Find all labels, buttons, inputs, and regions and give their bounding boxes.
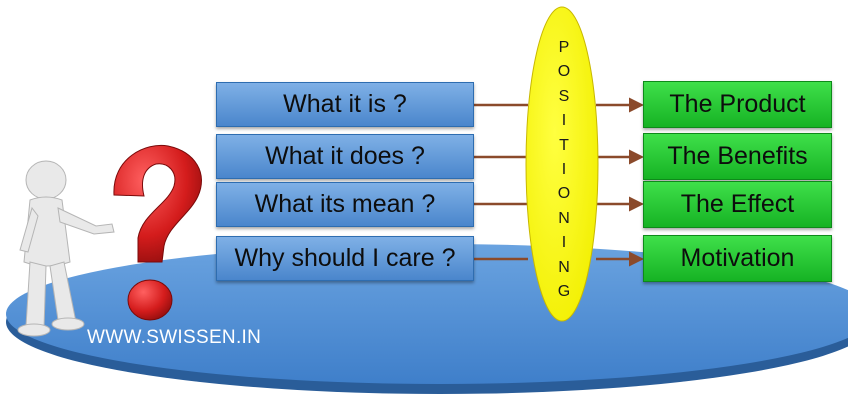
answer-box-3: The Effect [643,181,832,228]
website-label: WWW.SWISSEN.IN [87,327,261,349]
positioning-letter: N [558,256,570,280]
positioning-letter: O [558,60,570,84]
question-box-2: What it does ? [216,134,474,179]
answer-box-1: The Product [643,81,832,128]
answer-box-4: Motivation [643,235,832,282]
question-box-4: Why should I care ? [216,236,474,281]
positioning-letter: I [562,158,566,182]
positioning-letter: T [559,134,569,158]
positioning-letter: G [558,280,570,304]
arrows-left [474,105,528,259]
question-box-3: What its mean ? [216,182,474,227]
positioning-letter: N [558,207,570,231]
answer-box-2: The Benefits [643,133,832,180]
arrows-right [596,105,641,259]
positioning-letter: I [562,231,566,255]
positioning-letter: I [562,109,566,133]
positioning-letter: P [559,36,570,60]
positioning-letter: O [558,182,570,206]
question-box-1: What it is ? [216,82,474,127]
positioning-letter: S [559,85,570,109]
